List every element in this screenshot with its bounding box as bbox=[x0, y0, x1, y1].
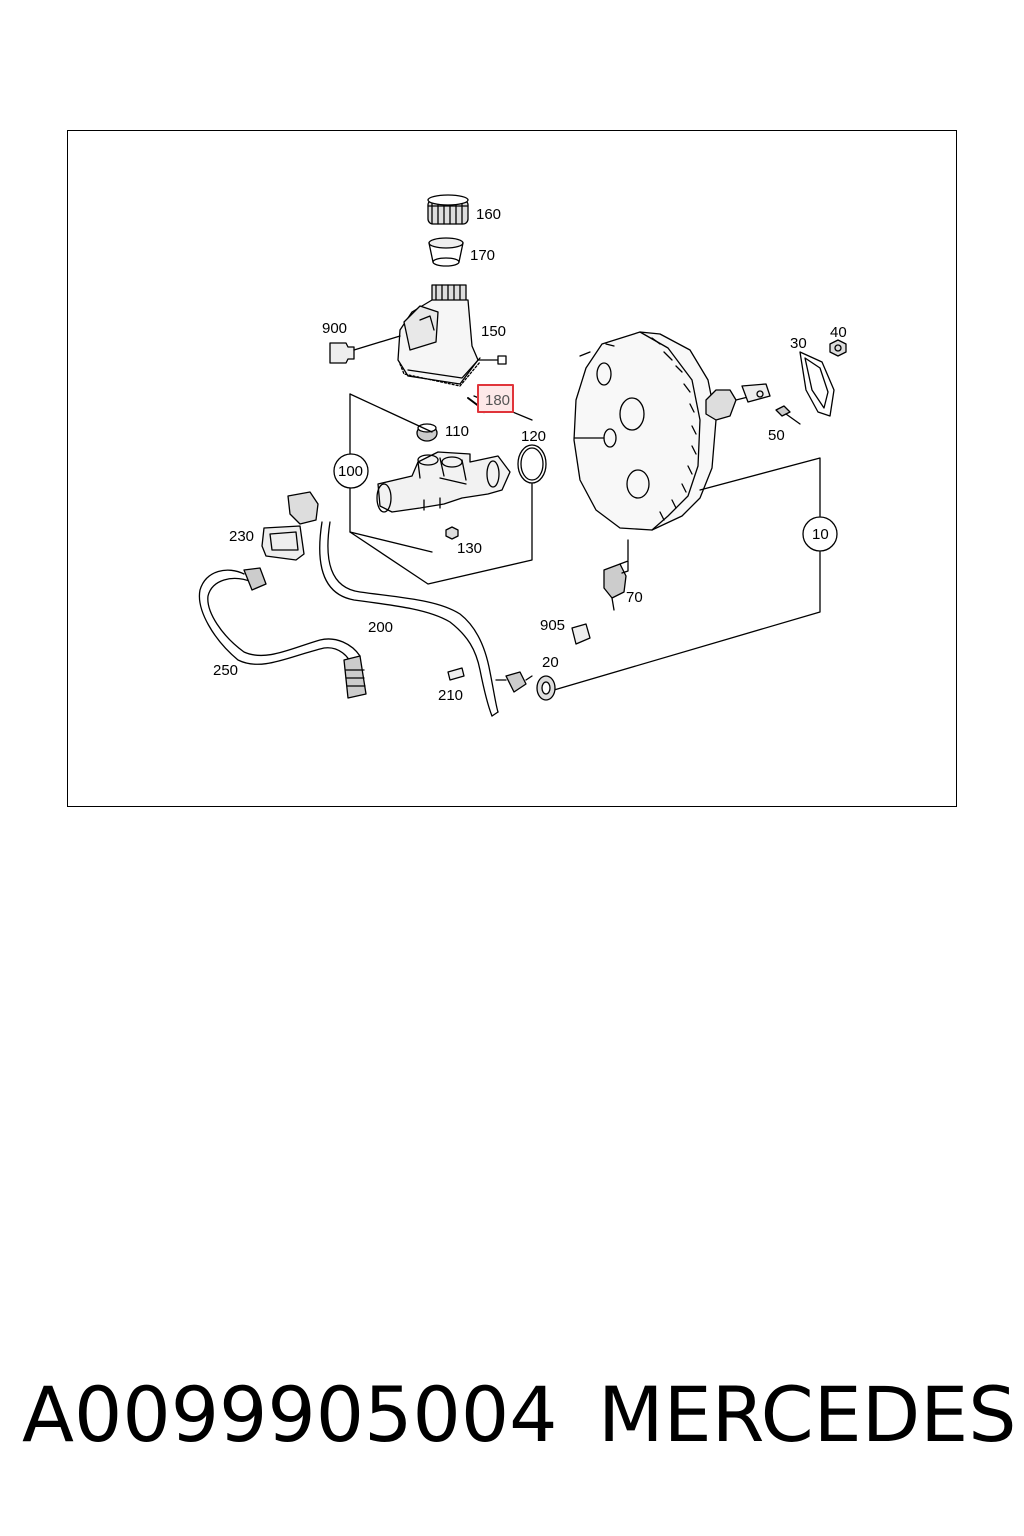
callout-150: 150 bbox=[481, 323, 506, 340]
brand-name: MERCEDES bbox=[598, 1370, 1017, 1459]
callout-200: 200 bbox=[368, 619, 393, 636]
callout-20: 20 bbox=[542, 654, 559, 671]
grommet-110 bbox=[416, 423, 438, 442]
nut-130 bbox=[445, 526, 459, 540]
gasket-30 bbox=[799, 351, 835, 417]
callout-30: 30 bbox=[790, 335, 807, 352]
bolt-50 bbox=[775, 405, 801, 425]
label-tag-905 bbox=[571, 623, 591, 645]
callout-70: 70 bbox=[626, 589, 643, 606]
check-valve bbox=[505, 671, 533, 693]
grommet-20 bbox=[536, 675, 556, 701]
part-number: A0099905004 bbox=[22, 1370, 558, 1459]
callout-50: 50 bbox=[768, 427, 785, 444]
callout-40: 40 bbox=[830, 324, 847, 341]
callout-100: 100 bbox=[338, 463, 363, 480]
callout-170: 170 bbox=[470, 247, 495, 264]
reservoir-cap-160 bbox=[427, 194, 469, 225]
callout-905: 905 bbox=[540, 617, 565, 634]
group-circle-10 bbox=[802, 516, 838, 552]
nut-40 bbox=[829, 339, 847, 357]
label-tag-900 bbox=[329, 335, 401, 364]
vacuum-sensor-70 bbox=[603, 560, 629, 611]
callout-130: 130 bbox=[457, 540, 482, 557]
group-circle-100 bbox=[333, 453, 369, 489]
o-ring-120 bbox=[517, 444, 547, 484]
callout-180: 180 bbox=[485, 392, 510, 409]
connector-210 bbox=[447, 667, 465, 681]
callout-210: 210 bbox=[438, 687, 463, 704]
strainer-sleeve-170 bbox=[428, 237, 464, 267]
callout-160: 160 bbox=[476, 206, 501, 223]
master-cylinder-100 bbox=[376, 451, 511, 513]
callout-250: 250 bbox=[213, 662, 238, 679]
callout-10: 10 bbox=[812, 526, 829, 543]
vacuum-hose-250 bbox=[198, 567, 367, 699]
vacuum-hose-200 bbox=[287, 491, 507, 717]
brake-fluid-reservoir-150 bbox=[397, 284, 507, 387]
callout-230: 230 bbox=[229, 528, 254, 545]
parts-diagram: 160 170 900 150 180 110 120 100 130 230 … bbox=[198, 194, 847, 717]
diagram-frame bbox=[67, 130, 957, 807]
brake-booster-10 bbox=[573, 331, 771, 531]
callout-110: 110 bbox=[445, 423, 469, 440]
caption: A0099905004 MERCEDES bbox=[0, 1370, 1024, 1470]
highlight-box-180 bbox=[477, 384, 514, 413]
bracket-230 bbox=[261, 525, 305, 561]
callout-120: 120 bbox=[521, 428, 546, 445]
callout-900: 900 bbox=[322, 320, 347, 337]
